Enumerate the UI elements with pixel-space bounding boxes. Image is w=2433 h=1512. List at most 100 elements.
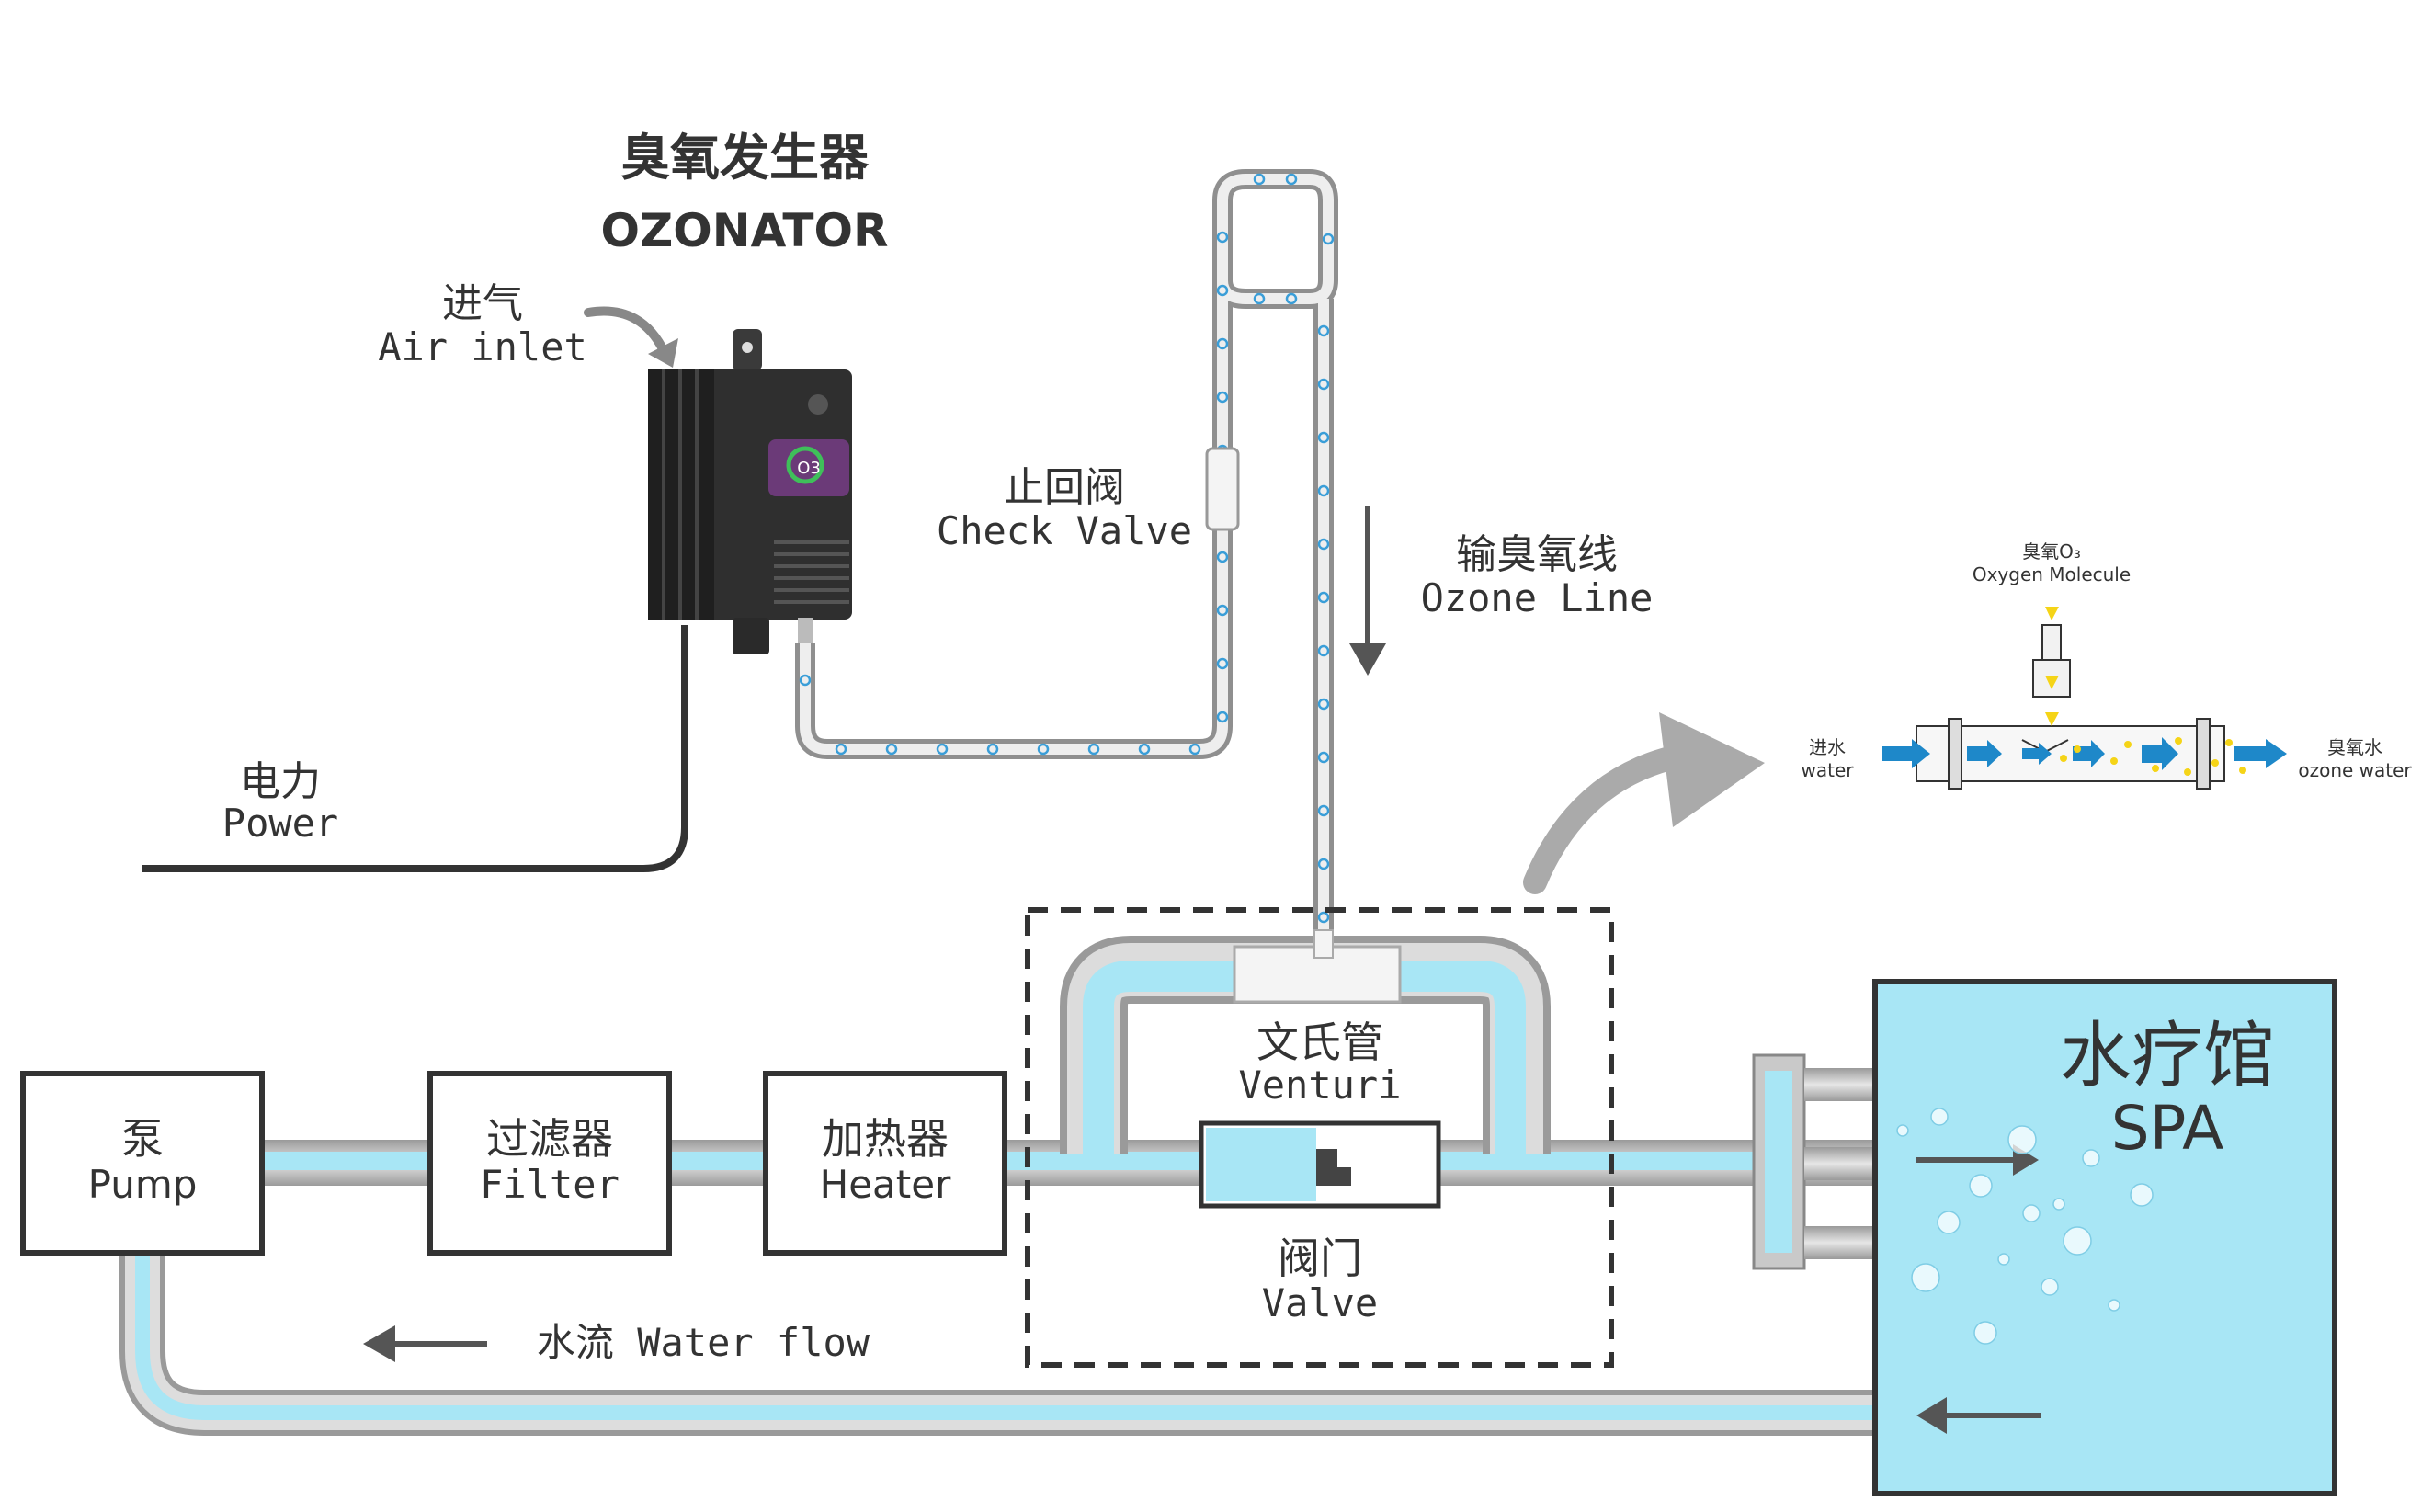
spa-bubble [2022, 1204, 2041, 1222]
ozone-bubble [799, 674, 812, 687]
ozonator-device: O3 [648, 329, 852, 654]
spa-bubble [1937, 1211, 1961, 1234]
ozone-bubble [1322, 233, 1335, 245]
filter-en: Filter [480, 1162, 620, 1207]
ozone-bubble [1216, 604, 1229, 617]
ozone-bubble [1216, 551, 1229, 563]
ozone-bubble [1317, 378, 1330, 391]
ozone-bubble [1087, 743, 1100, 756]
inset-pointer-arrowhead [1659, 712, 1765, 827]
air-inlet-en: Air inlet [378, 324, 587, 369]
filter-cn: 过滤器 [486, 1114, 613, 1164]
ozonator-title: 臭氧发生器 OZONATOR [600, 129, 888, 257]
check-valve-cn: 止回阀 [1004, 464, 1125, 511]
ozone-bubble [1317, 484, 1330, 497]
ozone-bubble [1253, 292, 1266, 305]
spa-bubble [2063, 1226, 2092, 1256]
spa-tank: 水疗馆 SPA [1872, 979, 2337, 1496]
ozone-bubble [986, 743, 999, 756]
power-cn: 电力 [240, 758, 321, 805]
ozone-bubble [1317, 324, 1330, 337]
air-inlet-arrowhead [648, 338, 678, 368]
ozone-bubble [1317, 591, 1330, 604]
air-inlet-arrow [584, 306, 671, 361]
ozone-bubble [1253, 173, 1266, 186]
check-valve-label: 止回阀 Check Valve [937, 464, 1192, 553]
venturi-bypass [1060, 929, 1551, 1154]
spa-bubble [2108, 1299, 2120, 1312]
inset-out-en: ozone water [2298, 759, 2412, 781]
ozone-bubble [1317, 698, 1330, 711]
ozone-bubble [1317, 644, 1330, 657]
ozone-line-cn: 输臭氧线 [1456, 531, 1618, 578]
return-pipe [119, 1255, 1875, 1436]
inset-top-en: Oxygen Molecule [1973, 563, 2131, 585]
spa-cn: 水疗馆 [2060, 1015, 2275, 1097]
ozone-bubble [835, 743, 847, 756]
filter-box: 过滤器 Filter [427, 1071, 672, 1256]
ozone-bubble [1317, 804, 1330, 817]
ozone-line-arrowhead [1349, 643, 1386, 676]
ozone-bubble [1216, 284, 1229, 297]
ozone-line-tube-inner [800, 174, 1334, 942]
air-inlet-label: 进气 Air inlet [378, 280, 587, 369]
heater-box: 加热器 Heater [763, 1071, 1007, 1256]
power-cable [142, 625, 688, 872]
spa-bubble [2052, 1198, 2065, 1211]
spa-bubble [1997, 1253, 2010, 1266]
ozone-bubble [1216, 391, 1229, 404]
inset-out-cn: 臭氧水 [2327, 736, 2382, 758]
venturi-label: 文氏管 Venturi [1238, 1017, 1401, 1108]
spa-bubble [2130, 1183, 2154, 1207]
inset-venturi: 臭氧O₃ Oxygen Molecule 进水 water 臭氧水 ozone … [1802, 540, 2412, 790]
inset-top-cn: 臭氧O₃ [2022, 540, 2081, 563]
o3-badge [768, 439, 849, 496]
check-valve-en: Check Valve [937, 508, 1192, 553]
ozone-line-en: Ozone Line [1421, 575, 1654, 620]
pump-box: 泵 Pump [20, 1071, 265, 1256]
inset-in-en: water [1802, 759, 1855, 781]
spa-bubble [1896, 1124, 1909, 1137]
power-en: Power [222, 801, 338, 846]
spa-manifold [1752, 1053, 1873, 1270]
spa-en: SPA [2111, 1093, 2224, 1164]
inset-in-cn: 进水 [1809, 736, 1846, 758]
venturi-cn: 文氏管 [1256, 1017, 1383, 1067]
spa-bubbles [1896, 1108, 2154, 1345]
venturi-en: Venturi [1238, 1063, 1401, 1108]
ozone-bubble [1138, 743, 1151, 756]
ozone-bubble [885, 743, 898, 756]
water-flow-arrowhead [363, 1325, 395, 1362]
ozone-bubble [1216, 337, 1229, 350]
o3-badge-text: O3 [797, 459, 821, 478]
ozone-bubble [1317, 431, 1330, 444]
valve-en: Valve [1262, 1280, 1378, 1325]
pump-cn: 泵 [121, 1114, 164, 1164]
heater-en: Heater [820, 1162, 951, 1207]
air-inlet-cn: 进气 [442, 280, 523, 327]
ozone-bubble [1188, 743, 1201, 756]
spa-bubble [1930, 1108, 1949, 1126]
spa-bubble [1969, 1174, 1993, 1198]
check-valve [1205, 447, 1240, 531]
ozone-bubble [1317, 858, 1330, 870]
ozone-bubble [936, 743, 949, 756]
water-flow-label: 水流 Water flow [537, 1320, 870, 1365]
pump-en: Pump [88, 1162, 198, 1207]
ozone-bubble [1216, 657, 1229, 670]
venturi-assembly-boundary [1025, 907, 1614, 1368]
ozone-bubble [1317, 911, 1330, 924]
ozone-bubble [1317, 751, 1330, 764]
valve-label: 阀门 Valve [1262, 1233, 1378, 1325]
ozonator-title-en: OZONATOR [600, 204, 888, 257]
valve [1199, 1120, 1441, 1209]
heater-cn: 加热器 [822, 1114, 949, 1164]
spa-bubble [1911, 1263, 1940, 1292]
ozone-bubble [1216, 231, 1229, 244]
ozone-bubble [1037, 743, 1050, 756]
power-label: 电力 Power [222, 758, 338, 846]
spa-bubble [2007, 1125, 2037, 1154]
inset-pointer-arrow [1523, 742, 1703, 894]
ozone-bubble [1285, 292, 1298, 305]
